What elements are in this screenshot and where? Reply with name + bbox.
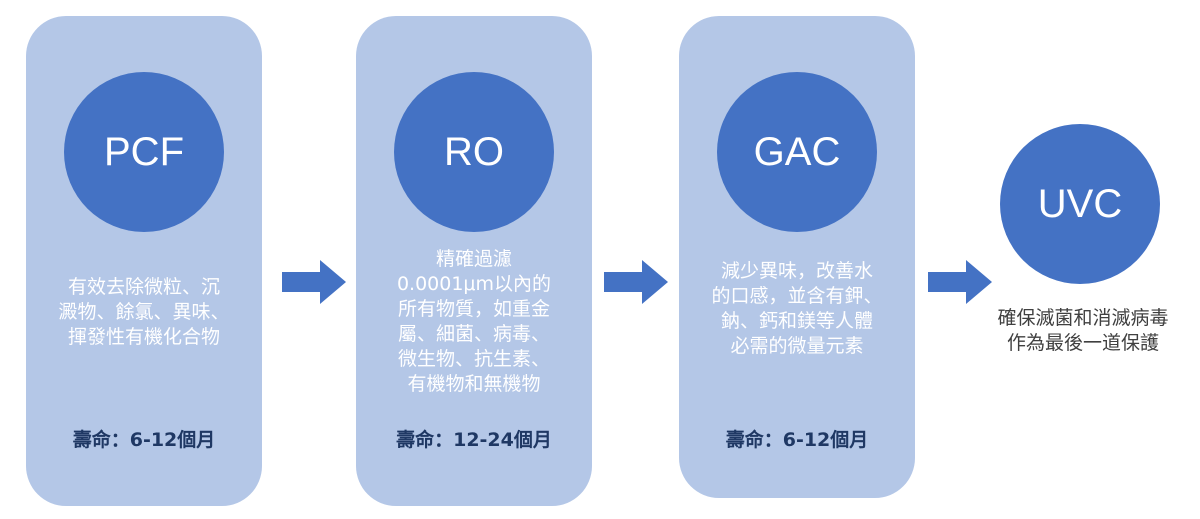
stage-description-gac: 減少異味，改善水 的口感，並含有鉀、 鈉、鈣和鎂等人體 必需的微量元素 — [711, 260, 883, 357]
stage-lifespan-pcf: 壽命：6-12個月 — [72, 429, 216, 451]
stage-circle-gac: GAC — [717, 72, 877, 232]
stage-lifespan-ro: 壽命：12-24個月 — [396, 429, 552, 451]
right-arrow-icon — [282, 260, 346, 304]
stage-description-pcf: 有效去除微粒、沉 澱物、餘氯、異味、 揮發性有機化合物 — [58, 276, 230, 348]
stage-lifespan-gac: 壽命：6-12個月 — [725, 429, 869, 451]
stage-description-ro: 精確過濾 0.0001μm以內的 所有物質，如重金 屬、細菌、病毒、 微生物、抗… — [396, 248, 552, 395]
stage-circle-pcf: PCF — [64, 72, 224, 232]
stage-description-uvc: 確保滅菌和消滅病毒 作為最後一道保護 — [997, 307, 1169, 354]
right-arrow-icon — [604, 260, 668, 304]
stage-circle-uvc: UVC — [1000, 124, 1160, 284]
right-arrow-icon — [928, 260, 992, 304]
stage-circle-ro: RO — [394, 72, 554, 232]
